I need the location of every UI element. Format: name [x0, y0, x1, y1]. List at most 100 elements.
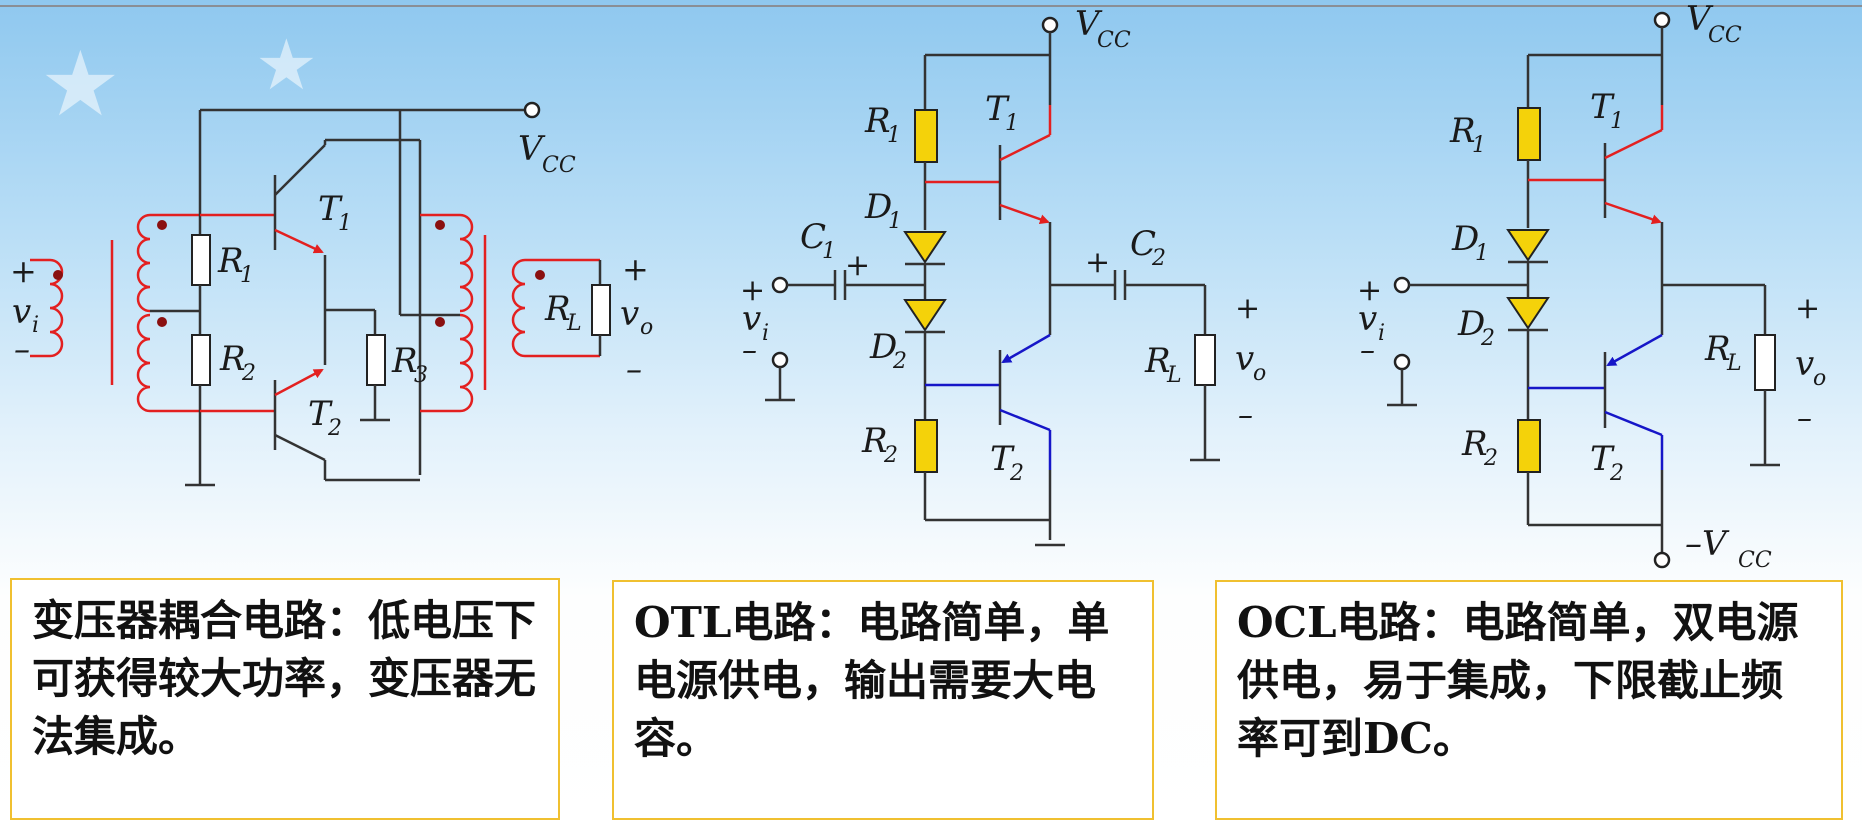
t2-subscript: 2 [1609, 461, 1624, 486]
vo-minus: – [1238, 398, 1253, 433]
output-transformer-primary [459, 213, 474, 413]
rl-label: R [1704, 329, 1731, 369]
output-transformer-secondary [511, 258, 526, 358]
vcc-terminal [1041, 16, 1059, 34]
vcc-subscript: CC [1708, 23, 1742, 48]
vi-subscript: i [32, 313, 39, 338]
resistor-r2 [914, 419, 938, 473]
top-rule [0, 5, 1862, 7]
diode-d1 [1506, 229, 1550, 262]
r2-subscript: 2 [241, 361, 256, 386]
t2-subscript: 2 [1009, 461, 1024, 486]
r1-label: R [1449, 111, 1476, 151]
r3-subscript: 3 [414, 363, 428, 388]
vo-plus: + [1795, 291, 1820, 326]
vo-label: v [620, 294, 639, 334]
resistor-rl [591, 284, 611, 336]
r2-subscript: 2 [1483, 446, 1498, 471]
d2-label: D [1457, 304, 1485, 344]
resistor-rl [1754, 334, 1776, 391]
t1-label: T [318, 189, 343, 229]
vo-plus: + [1235, 291, 1260, 326]
rl-subscript: L [1726, 351, 1742, 376]
r2-label: R [861, 421, 888, 461]
vo-label: v [1795, 344, 1814, 384]
vi-plus: + [740, 273, 765, 308]
neg-vcc-label: –V [1685, 524, 1730, 564]
vo-minus: – [1797, 401, 1812, 436]
resistor-r2 [191, 334, 211, 386]
resistor-r1 [914, 109, 938, 163]
vcc-terminal [1653, 11, 1671, 29]
note-ocl: OCL电路：电路简单，双电源供电，易于集成，下限截止频率可到DC。 [1215, 580, 1843, 820]
vi-terminal [1393, 276, 1411, 294]
vo-subscript: o [640, 315, 653, 340]
d1-label: D [864, 187, 892, 227]
note-transformer-coupled: 变压器耦合电路：低电压下可获得较大功率，变压器无法集成。 [10, 578, 560, 820]
r2-label: R [219, 339, 246, 379]
r3-label: R [391, 341, 418, 381]
resistor-r1 [191, 234, 211, 286]
t2-label: T [308, 394, 333, 434]
vcc-label: V [518, 129, 546, 169]
vi-minus: – [1360, 333, 1375, 368]
c2-subscript: 2 [1151, 246, 1166, 271]
vo-subscript: o [1813, 366, 1826, 391]
rl-label: R [1144, 341, 1171, 381]
c1-label: C [800, 217, 826, 257]
resistor-r2 [1517, 419, 1541, 473]
background-star-decoration: ★ [255, 24, 318, 106]
t1-subscript: 1 [1005, 111, 1019, 136]
rl-subscript: L [1166, 363, 1182, 388]
c1-subscript: 1 [822, 239, 836, 264]
ocl-circuit: V CC R 1 T 1 D 1 D 2 + v i – R 2 T 2 R L… [1357, 0, 1826, 573]
vi-label: v [12, 292, 31, 332]
vo-label: v [1235, 339, 1254, 379]
resistor-rl [1194, 334, 1216, 386]
vcc-label: V [1075, 4, 1103, 44]
vi-label: v [1358, 299, 1377, 339]
vi-plus: + [10, 252, 37, 290]
rl-subscript: L [566, 311, 582, 336]
d1-subscript: 1 [888, 209, 902, 234]
diode-d1 [903, 231, 947, 264]
transformer-coupled-circuit: + v i – V CC T 1 T 2 R 1 R 2 R 3 R L + v… [10, 101, 653, 487]
background-star-decoration: ★ [40, 32, 121, 137]
t1-label: T [985, 89, 1010, 129]
input-transformer-secondary [136, 213, 151, 413]
resistor-r1 [1517, 107, 1541, 161]
vi-terminal [771, 276, 789, 294]
d1-label: D [1451, 219, 1479, 259]
r2-label: R [1461, 424, 1488, 464]
diode-d2 [903, 299, 947, 332]
vi-minus: – [742, 333, 757, 368]
r1-subscript: 1 [1472, 133, 1486, 158]
note-transformer-text: 变压器耦合电路：低电压下可获得较大功率，变压器无法集成。 [32, 596, 537, 761]
vo-subscript: o [1253, 361, 1266, 386]
neg-vcc-subscript: CC [1738, 548, 1772, 573]
vi-label: v [742, 299, 761, 339]
r1-label: R [217, 241, 244, 281]
vi-subscript: i [1378, 321, 1385, 346]
resistor-r3 [366, 334, 386, 386]
d2-label: D [869, 327, 897, 367]
t2-subscript: 2 [327, 416, 342, 441]
t1-subscript: 1 [1610, 109, 1624, 134]
vcc-terminal [523, 101, 541, 119]
note-otl-text: OTL电路：电路简单，单电源供电，输出需要大电容。 [634, 598, 1110, 763]
d2-subscript: 2 [892, 349, 907, 374]
neg-vcc-terminal [1653, 551, 1671, 569]
vo-minus: – [626, 350, 642, 388]
t1-subscript: 1 [338, 211, 352, 236]
r1-subscript: 1 [240, 263, 254, 288]
diode-d2 [1506, 297, 1550, 330]
c2-plus: + [1085, 245, 1110, 280]
t2-label: T [990, 439, 1015, 479]
vi-minus: – [14, 330, 30, 368]
r1-subscript: 1 [887, 123, 901, 148]
t2-label: T [1590, 439, 1615, 479]
r1-label: R [864, 101, 891, 141]
r2-subscript: 2 [883, 443, 898, 468]
vcc-subscript: CC [1097, 28, 1131, 53]
